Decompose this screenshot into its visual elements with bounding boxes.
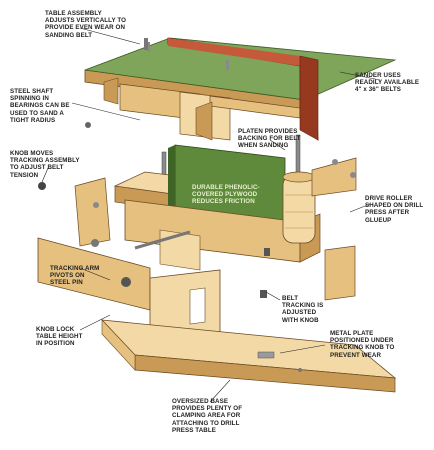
left-block bbox=[38, 122, 111, 247]
label-belt-tracking: BELT TRACKING IS ADJUSTED WITH KNOB bbox=[282, 295, 324, 324]
sanding-belt bbox=[167, 37, 319, 142]
label-drive-roller: DRIVE ROLLER SHAPED ON DRILL PRESS AFTER… bbox=[365, 195, 424, 224]
right-blocks bbox=[311, 157, 357, 301]
drive-roller bbox=[282, 171, 316, 244]
label-table-assembly: TABLE ASSEMBLY ADJUSTS VERTICALLY TO PRO… bbox=[45, 10, 127, 39]
label-metal-plate: METAL PLATE POSITIONED UNDER TRACKING KN… bbox=[330, 330, 395, 359]
label-platen: PLATEN PROVIDES BACKING FOR BELT WHEN SA… bbox=[238, 128, 301, 150]
label-sander-uses: SANDER USES READILY AVAILABLE 4" x 36" B… bbox=[355, 72, 420, 94]
oversized-base bbox=[100, 319, 397, 393]
label-knob-moves: KNOB MOVES TRACKING ASSEMBLY TO ADJUST B… bbox=[10, 150, 80, 179]
label-oversized-base: OVERSIZED BASE PROVIDES PLENTY OF CLAMPI… bbox=[172, 398, 243, 434]
tracking-arm bbox=[37, 230, 191, 311]
label-durable-phenolic: DURABLE PHENOLIC- COVERED PLYWOOD REDUCE… bbox=[192, 184, 260, 206]
leader-lines bbox=[41, 27, 381, 403]
label-tracking-arm: TRACKING ARM PIVOTS ON STEEL PIN bbox=[50, 265, 100, 287]
label-steel-shaft: STEEL SHAFT SPINNING IN BEARINGS CAN BE … bbox=[10, 88, 70, 124]
label-knob-lock: KNOB LOCK TABLE HEIGHT IN POSITION bbox=[36, 326, 83, 348]
